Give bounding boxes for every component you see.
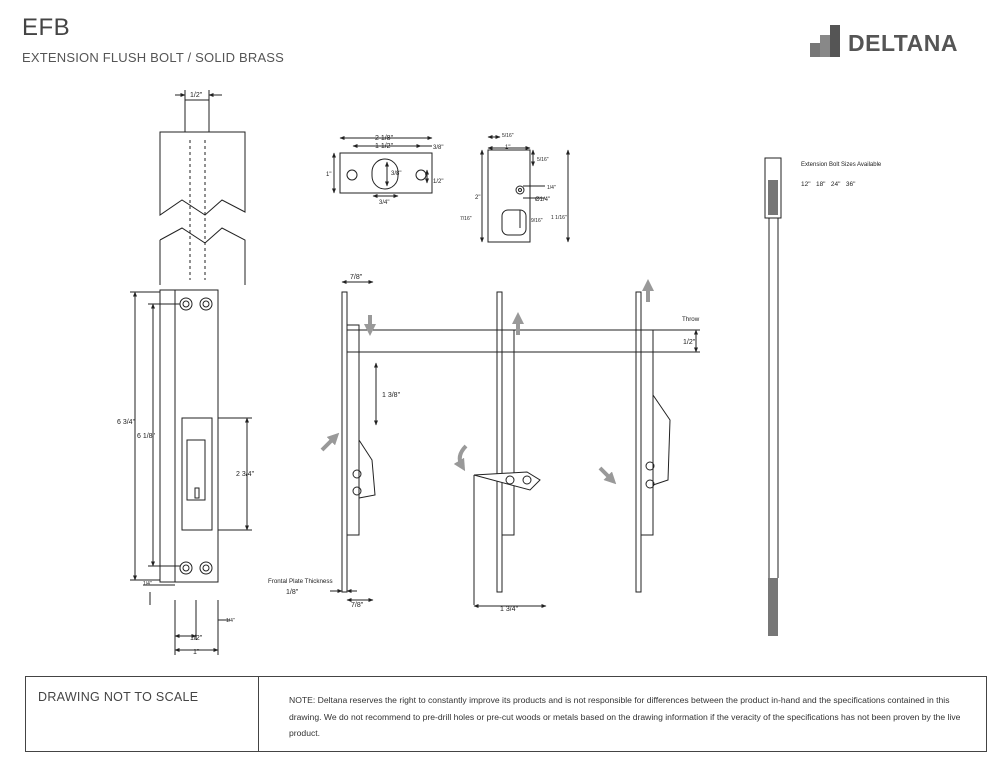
brand-logo: DELTANA <box>810 22 958 58</box>
dim-strike-height: 1" <box>326 172 331 178</box>
note-lead: NOTE: <box>289 695 316 705</box>
disclaimer-note: NOTE: Deltana reserves the right to cons… <box>259 677 986 751</box>
label-ext-sizes: 12" 18" 24" 36" <box>801 181 856 188</box>
dim-throw-len: 1 3/8" <box>382 392 401 399</box>
small-plate-view <box>480 135 570 243</box>
dim-slot-length: 2 3/4" <box>236 471 255 478</box>
dim-strike-edge: 1/2" <box>433 179 443 185</box>
dim-base-half: 1/2" <box>190 635 203 642</box>
front-plate-view <box>130 289 252 655</box>
not-to-scale-label: DRAWING NOT TO SCALE <box>26 677 259 751</box>
dim-small-right2: 1 1/16" <box>551 215 567 221</box>
brand-wordmark: DELTANA <box>848 29 958 56</box>
dim-strike-overall: 2 1/8" <box>375 135 394 142</box>
dim-small-dia: Ø1/4" <box>535 197 550 203</box>
product-subtitle: EXTENSION FLUSH BOLT / SOLID BRASS <box>22 50 285 65</box>
dim-hole-spacing: 6 1/8" <box>137 433 156 440</box>
label-frontal-plate: Frontal Plate Thickness <box>268 578 333 585</box>
extension-rod <box>764 157 782 636</box>
operation-views <box>330 280 700 608</box>
label-ext-sizes-title: Extension Bolt Sizes Available <box>801 162 882 168</box>
dim-side-width: 1/2" <box>190 92 203 99</box>
dim-small-left: 2" <box>475 195 480 201</box>
motion-arrows <box>320 279 654 485</box>
footer-note-box: DRAWING NOT TO SCALE NOTE: Deltana reser… <box>25 676 987 752</box>
dim-strike-bottom: 3/4" <box>379 200 389 206</box>
dim-small-inner: 9/16" <box>531 218 543 224</box>
dim-small-width: 1" <box>505 145 510 151</box>
technical-drawing: 1/2" 6 3/4" 6 1/8" 2 3/4" 1/4" 1/4" <box>117 90 882 656</box>
dim-plate-bottom: 7/8" <box>351 602 364 609</box>
dim-strike-inner: 1 1/2" <box>375 143 394 150</box>
dim-base-width: 1" <box>193 649 200 656</box>
label-throw: Throw <box>682 316 700 323</box>
strike-plate-view <box>332 136 433 198</box>
dim-overall-length: 6 3/4" <box>117 419 136 426</box>
dim-swing-len: 1 3/4" <box>500 606 519 613</box>
dim-small-hole: 1/4" <box>547 185 556 191</box>
dim-small-lower: 7/16" <box>460 216 472 222</box>
side-view <box>159 90 246 285</box>
note-text: Deltana reserves the right to constantly… <box>289 695 961 738</box>
dim-plate-top: 7/8" <box>350 274 363 281</box>
dim-plate-thickness: 1/8" <box>286 589 299 596</box>
deltana-logo-icon <box>810 23 844 57</box>
dim-small-right: 5/16" <box>537 157 549 163</box>
dim-edge-quarter: 1/4" <box>226 618 235 624</box>
dim-bottom-offset: 1/4" <box>143 581 152 587</box>
dim-small-top: 5/16" <box>502 133 514 139</box>
dim-strike-right: 3/8" <box>433 145 443 151</box>
dim-strike-slot: 3/8" <box>391 171 401 177</box>
product-code: EFB <box>22 14 71 41</box>
dim-throw-value: 1/2" <box>683 339 696 346</box>
